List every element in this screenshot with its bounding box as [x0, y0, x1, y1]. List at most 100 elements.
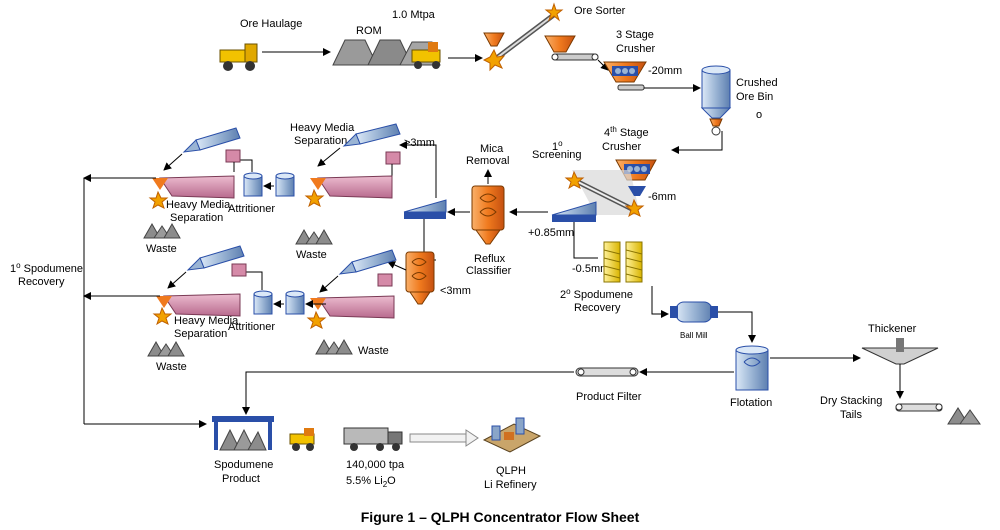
product-filter-icon	[575, 367, 639, 377]
tails-conveyor-icon	[895, 403, 943, 412]
svg-text:1o Spodumene: 1o Spodumene	[10, 261, 83, 275]
dry-stacking-label-line1: Dry Stacking	[820, 395, 882, 407]
tpa-label: 140,000 tpa	[346, 459, 405, 471]
primary-screen-icon	[551, 201, 597, 222]
li2o-label-end: O	[387, 475, 396, 487]
stage3-crusher-icon	[603, 61, 647, 83]
rom-label: ROM	[356, 25, 382, 37]
attritioner-top-left-icon	[243, 172, 263, 197]
hms-cyclone-lower-left-icon	[186, 245, 245, 271]
reflux-label-line2: Classifier	[466, 265, 512, 277]
road-truck-icon	[343, 427, 403, 451]
attritioner-lower-left-icon	[253, 290, 273, 315]
spod2-deg: o	[566, 287, 571, 296]
ore-sorter-conveyor-icon	[492, 12, 557, 62]
hms-label-line2: Separation	[170, 212, 223, 224]
mtpa-label: 1.0 Mtpa	[392, 9, 436, 21]
waste-label-3: Waste	[358, 345, 389, 357]
ore-sorter-label: Ore Sorter	[574, 5, 626, 17]
feed-hopper-icon	[483, 32, 505, 47]
spod2-label-line2: Recovery	[574, 302, 621, 314]
hms2-label-line2: Separation	[174, 328, 227, 340]
stage3-label-line1: 3 Stage	[616, 29, 654, 41]
hms-feed-box-top-left	[225, 149, 241, 163]
waste-pile-lower-left	[147, 340, 185, 357]
hms-vessel-left-icon	[152, 175, 235, 199]
spiral-concentrator-icon	[603, 241, 643, 283]
small-classifier-icon	[405, 251, 435, 305]
degree-mark-label: o	[756, 109, 762, 121]
reflux-label-line1: Reflux	[474, 253, 506, 265]
spod2-number: 2	[560, 289, 566, 301]
hms-top-label-line1: Heavy Media	[290, 122, 355, 134]
spod-recovery-label: Spodumene	[21, 263, 83, 275]
svg-text:2o Spodumene: 2o Spodumene	[560, 287, 633, 301]
crusher-conveyor-icon	[551, 53, 599, 61]
waste-label-1: Waste	[146, 243, 177, 255]
refinery-icon	[482, 417, 542, 453]
bin-feed-conveyor-icon	[617, 84, 645, 91]
thickener-icon	[861, 338, 939, 365]
hms-star-top-right	[304, 188, 325, 208]
gt3-label: >3mm	[404, 137, 435, 149]
product-filter-label: Product Filter	[576, 391, 642, 403]
crushed-bin-label-line1: Crushed	[736, 77, 778, 89]
attritioner-top-right-icon	[275, 172, 295, 197]
stage4-label-number: 4	[604, 127, 610, 139]
product-shed-icon	[212, 416, 274, 451]
svg-text:5.5% Li2O: 5.5% Li2O	[346, 475, 396, 489]
hms-feed-box-top	[385, 151, 401, 165]
svg-text:1o: 1o	[552, 139, 563, 153]
haul-route-arrow-icon	[409, 429, 479, 447]
bin-discharge-icon	[709, 118, 723, 127]
stage4-label-stage: Stage	[617, 127, 649, 139]
crushed-bin-label-line2: Ore Bin	[736, 91, 773, 103]
bin-feeder-icon	[711, 126, 721, 136]
spod-recovery-number: 1	[10, 263, 16, 275]
waste-pile-top-right	[295, 228, 333, 245]
minus6-label: -6mm	[648, 191, 676, 203]
hms2-label-line1: Heavy Media	[174, 315, 239, 327]
hms-feed-box-lower-right	[377, 273, 393, 287]
spod-product-label-line1: Spodumene	[214, 459, 273, 471]
sorter-star-icon	[482, 48, 506, 72]
screening-label-number: 1	[552, 141, 558, 153]
hms-cyclone-lower-right-icon	[338, 249, 397, 275]
haul-truck-icon	[219, 43, 258, 71]
ball-mill-icon	[670, 301, 718, 323]
recycle-star2-icon	[624, 198, 645, 218]
mica-label-line1: Mica	[480, 143, 504, 155]
spod-product-label-line2: Product	[222, 473, 260, 485]
hms-label-line1: Heavy Media	[166, 199, 231, 211]
dry-stacking-label-line2: Tails	[840, 409, 863, 421]
screening-label: Screening	[532, 149, 582, 161]
spod-recovery-deg: o	[16, 261, 21, 270]
hms-star-lower-left	[152, 306, 173, 326]
attritioner-lower-right-icon	[285, 290, 305, 315]
hms-vessel-lower-left-icon	[156, 293, 241, 317]
li2o-subscript: 2	[383, 480, 388, 489]
hms-feed-box-lower-left	[231, 263, 247, 277]
ore-haulage-label: Ore Haulage	[240, 18, 302, 30]
waste-pile-lower-right	[315, 338, 353, 355]
qlph-label-line1: QLPH	[496, 465, 526, 477]
ball-mill-label: Ball Mill	[680, 331, 708, 340]
li2o-label: 5.5% Li	[346, 475, 383, 487]
thickener-label: Thickener	[868, 323, 917, 335]
mica-label-line2: Removal	[466, 155, 509, 167]
flotation-cell-icon	[735, 345, 769, 391]
stage3-label-line2: Crusher	[616, 43, 655, 55]
hms-top-label-line2: Separation	[294, 135, 347, 147]
waste-label-4: Waste	[156, 361, 187, 373]
stage4-label-line2: Crusher	[602, 141, 641, 153]
waste-pile-top-left	[143, 222, 181, 239]
loader-icon	[411, 42, 441, 69]
crushed-ore-bin-icon	[700, 65, 732, 119]
qlph-label-line2: Li Refinery	[484, 479, 537, 491]
hms-cyclone-top-icon	[342, 123, 401, 147]
minus05-label: -0.5mm	[572, 263, 609, 275]
stage4-label-sup: th	[610, 125, 617, 134]
secondary-screen-icon	[403, 199, 447, 219]
product-loader-icon	[289, 428, 315, 451]
